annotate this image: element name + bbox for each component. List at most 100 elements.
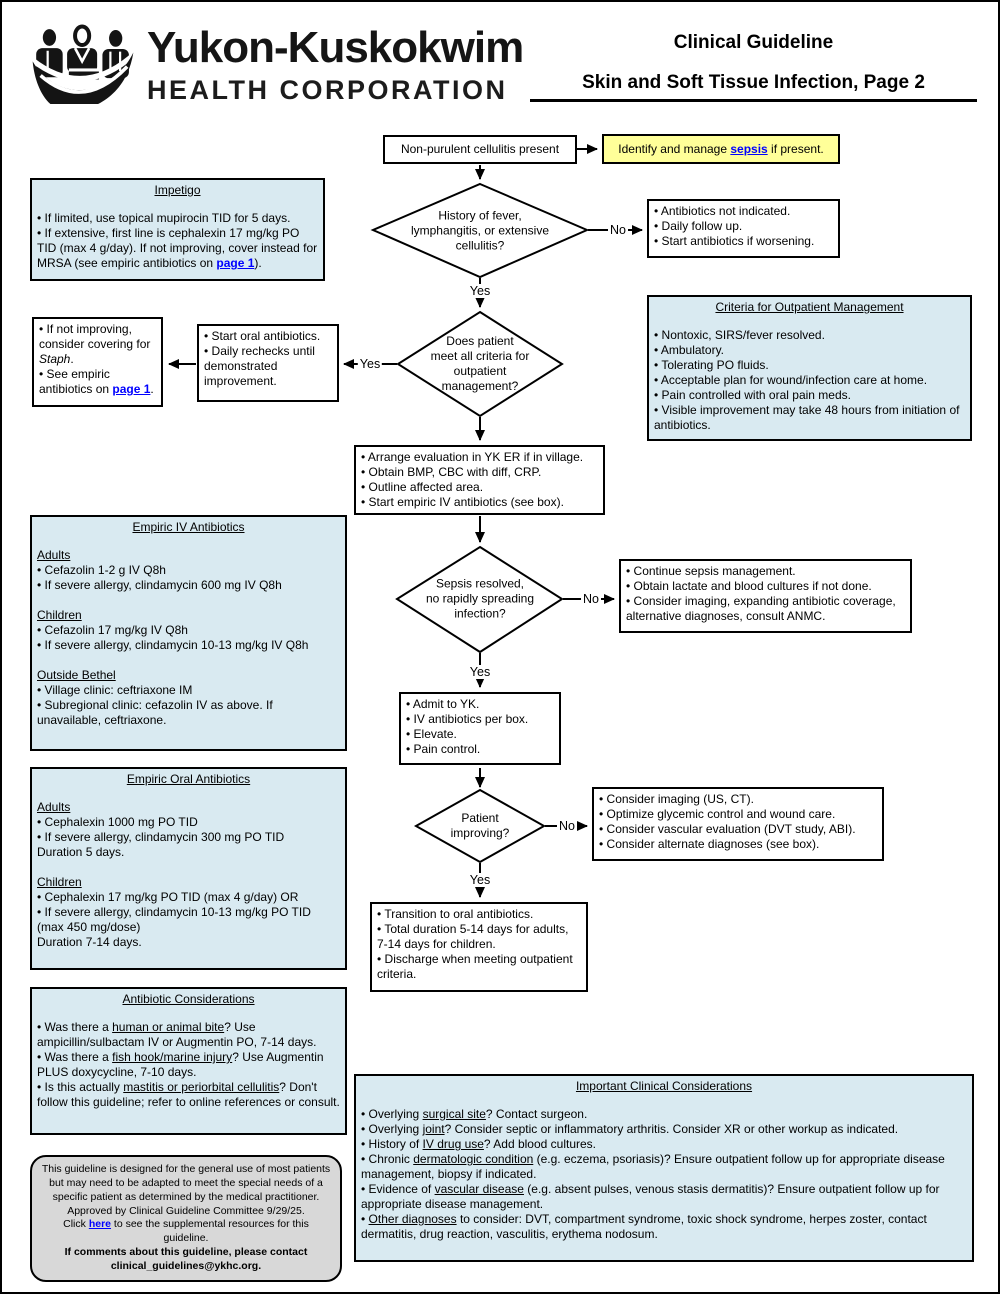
text-segment: ). <box>254 256 262 270</box>
text-segment: joint <box>422 1122 445 1136</box>
text-segment: • Consider imaging, expanding antibiotic… <box>626 594 896 623</box>
admit-node: • Admit to YK.• IV antibiotics per box.•… <box>399 692 561 765</box>
text-segment: • Start antibiotics if worsening. <box>654 234 815 248</box>
text-segment: Children <box>37 608 82 622</box>
text-segment: • Visible improvement may take 48 hours … <box>654 403 960 432</box>
text-segment: • Was there a <box>37 1050 113 1064</box>
text-segment: • Ambulatory. <box>654 343 725 357</box>
continue-sepsis-node: • Continue sepsis management.• Obtain la… <box>619 559 912 633</box>
text-segment: • Obtain lactate and blood cultures if n… <box>626 579 872 593</box>
text-segment: • Start empiric IV antibiotics (see box)… <box>361 495 564 509</box>
text-segment: • If not improving, consider covering fo… <box>39 322 151 351</box>
impetigo-title: Impetigo <box>154 183 201 197</box>
yes-label: Yes <box>467 284 493 298</box>
text-segment: • Total duration 5-14 days for adults, 7… <box>377 922 569 951</box>
text-segment: Duration 5 days. <box>37 845 125 859</box>
text-segment: Identify and manage <box>618 141 731 156</box>
text-segment: (e.g. absent pulses, venous stasis derma… <box>361 1182 940 1211</box>
link[interactable]: page 1 <box>216 256 255 270</box>
text-segment: • Optimize glycemic control and wound ca… <box>599 807 836 821</box>
text-segment: human or animal bite <box>112 1020 225 1034</box>
yes-label: Yes <box>467 665 493 679</box>
text-segment: • Admit to YK. <box>406 697 480 711</box>
text-segment: Duration 7-14 days. <box>37 935 142 949</box>
empiric-iv-antibiotics-box: Empiric IV Antibiotics Adults• Cefazolin… <box>30 515 347 751</box>
empiric-oral-body: Adults• Cephalexin 1000 mg PO TID• If se… <box>37 800 340 950</box>
impetigo-box: Impetigo • If limited, use topical mupir… <box>30 178 325 281</box>
text-segment: to see the supplemental resources for th… <box>111 1218 309 1245</box>
text-segment: • Pain controlled with oral pain meds. <box>654 388 851 402</box>
text-segment: . <box>70 352 74 366</box>
disclaimer-box: This guideline is designed for the gener… <box>30 1155 342 1282</box>
text-segment: • Overlying <box>361 1107 423 1121</box>
text-segment: • Was there a <box>37 1020 113 1034</box>
text-segment: If comments about this guideline, please… <box>64 1246 308 1273</box>
improving-diamond-text: Patient improving? <box>450 811 510 840</box>
text-segment: ? Don't follow this guideline; refer to … <box>37 1080 340 1109</box>
no-antibiotics-node: • Antibiotics not indicated.• Daily foll… <box>647 199 840 258</box>
text-segment: • IV antibiotics per box. <box>406 712 529 726</box>
outpatient-criteria-body: • Nontoxic, SIRS/fever resolved.• Ambula… <box>654 328 965 433</box>
impetigo-body: • If limited, use topical mupirocin TID … <box>37 211 318 271</box>
text-segment: • If severe allergy, clindamycin 10-13 m… <box>37 905 311 934</box>
text-segment: • Consider alternate diagnoses (see box)… <box>599 837 820 851</box>
text-segment: Children <box>37 875 82 889</box>
text-segment: • See empiric antibiotics on <box>39 367 113 396</box>
org-name: Yukon-Kuskokwim <box>147 23 524 72</box>
text-segment: • If limited, use topical mupirocin TID … <box>37 211 291 225</box>
no-label: No <box>581 592 601 606</box>
text-segment: • Daily follow up. <box>654 219 743 233</box>
text-segment: • Is this actually <box>37 1080 124 1094</box>
text-segment: . <box>150 382 154 396</box>
text-segment: • <box>361 1212 369 1226</box>
text-segment: ? Contact surgeon. <box>485 1107 588 1121</box>
text-segment: if present. <box>767 141 824 156</box>
doc-title: Skin and Soft Tissue Infection, Page 2 <box>582 72 925 93</box>
text-segment: (e.g. eczema, psoriasis)? Ensure outpati… <box>361 1152 945 1181</box>
sepsis-alert-node: Identify and manage sepsis if present. <box>602 134 840 164</box>
ykhc-logo-icon <box>30 24 136 104</box>
link[interactable]: page 1 <box>112 382 151 396</box>
outpatient-criteria-title: Criteria for Outpatient Management <box>715 300 904 314</box>
start-oral-antibiotics-node: • Start oral antibiotics.• Daily recheck… <box>197 324 339 402</box>
text-segment: IV drug use <box>422 1137 484 1151</box>
yes-label: Yes <box>467 873 493 887</box>
text-segment: to consider: DVT, compartment syndrome, … <box>361 1212 927 1241</box>
text-segment: • Tolerating PO fluids. <box>654 358 769 372</box>
text-segment: • If severe allergy, clindamycin 600 mg … <box>37 578 282 592</box>
text-segment: ? Use ampicillin/sulbactam IV or Augment… <box>37 1020 317 1049</box>
text-segment: • Pain control. <box>406 742 481 756</box>
text-segment: Click <box>63 1218 89 1231</box>
start-node: Non-purulent cellulitis present <box>383 135 577 164</box>
text-segment: • Discharge when meeting outpatient crit… <box>377 952 573 981</box>
header-underline <box>530 99 977 102</box>
outpatient-criteria-box: Criteria for Outpatient Management • Non… <box>647 295 972 441</box>
text-segment: • Cephalexin 17 mg/kg PO TID (max 4 g/da… <box>37 890 299 904</box>
text-segment: • Start oral antibiotics. <box>204 329 321 343</box>
no-label: No <box>557 819 577 833</box>
antibiotic-considerations-title: Antibiotic Considerations <box>122 992 255 1006</box>
consider-alternatives-node: • Consider imaging (US, CT).• Optimize g… <box>592 787 884 861</box>
text-segment: • Elevate. <box>406 727 457 741</box>
link[interactable]: here <box>88 1218 111 1231</box>
text-segment: • Nontoxic, SIRS/fever resolved. <box>654 328 825 342</box>
text-segment: • Subregional clinic: cefazolin IV as ab… <box>37 698 273 727</box>
text-segment: • Antibiotics not indicated. <box>654 204 791 218</box>
text-segment: • Overlying <box>361 1122 423 1136</box>
important-considerations-title: Important Clinical Considerations <box>575 1079 753 1093</box>
text-segment: • Daily rechecks until demonstrated impr… <box>204 344 315 388</box>
empiric-iv-title: Empiric IV Antibiotics <box>132 520 245 534</box>
link[interactable]: sepsis <box>730 141 768 156</box>
text-segment: • Arrange evaluation in YK ER if in vill… <box>361 450 584 464</box>
text-segment: • Consider vascular evaluation (DVT stud… <box>599 822 856 836</box>
text-segment: • Cephalexin 1000 mg PO TID <box>37 815 198 829</box>
antibiotic-considerations-body: • Was there a human or animal bite? Use … <box>37 1020 340 1110</box>
cover-staph-node: • If not improving, consider covering fo… <box>32 317 163 407</box>
text-segment: • If severe allergy, clindamycin 300 mg … <box>37 830 285 844</box>
text-segment: fish hook/marine injury <box>112 1050 233 1064</box>
text-segment: • Evidence of <box>361 1182 435 1196</box>
org-subtitle: HEALTH CORPORATION <box>147 75 508 105</box>
no-label: No <box>608 223 628 237</box>
text-segment: surgical site <box>422 1107 486 1121</box>
